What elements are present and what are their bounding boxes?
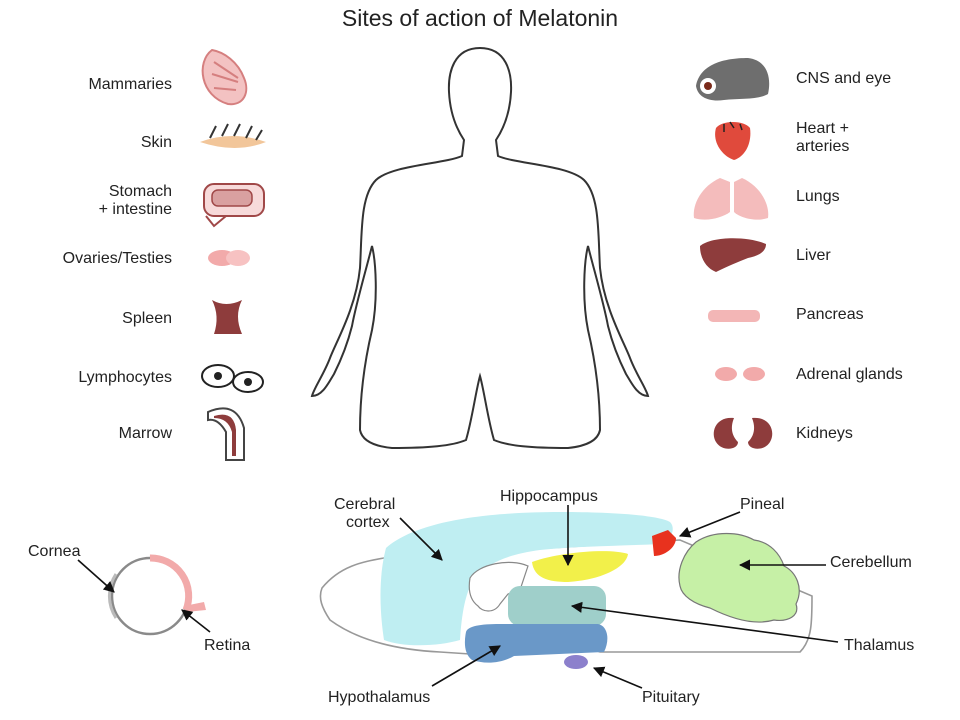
stomach-intestine-icon [203,183,265,228]
human-body-outline [310,46,650,450]
label-cerebellum: Cerebellum [830,554,912,571]
label-cortex: cortex [346,514,390,531]
pineal-region [652,530,676,556]
ovaries-testes-icon [208,250,250,266]
label-skin: Skin [140,134,172,151]
label-lymphocytes: Lymphocytes [78,369,172,386]
label-arteries: arteries [796,138,850,155]
cns-eye-icon [696,58,770,101]
cerebellum-region [678,532,800,623]
heart-icon [715,121,751,160]
liver-icon [700,238,766,272]
brain-diagram [319,505,839,689]
label-cns-and-eye: CNS and eye [796,70,892,87]
label-thalamus: Thalamus [844,637,915,654]
label-pituitary: Pituitary [642,689,700,706]
label-hypothalamus: Hypothalamus [328,689,431,706]
label-cornea: Cornea [28,543,81,560]
marrow-icon [207,407,245,461]
eye-diagram [77,554,211,636]
hippocampus-region [532,551,628,582]
lungs-icon [693,178,769,220]
label-cerebral: Cerebral [334,496,396,513]
label-kidneys: Kidneys [796,425,853,442]
label-adrenal-glands: Adrenal glands [796,366,903,383]
label-marrow: Marrow [118,425,172,442]
label-mammaries: Mammaries [88,76,172,93]
label-heart: Heart + [796,120,849,137]
label-lungs: Lungs [796,188,840,205]
label-pineal: Pineal [740,496,785,513]
pituitary-region [564,655,588,669]
hypothalamus-region [464,624,608,663]
label-retina: Retina [204,637,251,654]
adrenal-glands-icon [715,367,765,381]
thalamus-region [508,586,606,626]
label-liver: Liver [796,247,831,264]
spleen-icon [212,300,242,334]
mammaries-icon [201,48,248,106]
pancreas-icon [708,310,760,322]
cerebral-cortex-region [380,512,673,646]
label-intestine: + intestine [98,201,172,218]
label-pancreas: Pancreas [796,306,864,323]
figure-title: Sites of action of Melatonin [341,5,619,31]
label-ovaries-testies: Ovaries/Testies [62,250,172,267]
skin-icon [200,123,266,148]
label-hippocampus: Hippocampus [500,488,598,505]
label-stomach: Stomach [108,183,172,200]
lymphocytes-icon [201,364,264,393]
label-spleen: Spleen [122,310,172,327]
kidneys-icon [713,417,773,449]
